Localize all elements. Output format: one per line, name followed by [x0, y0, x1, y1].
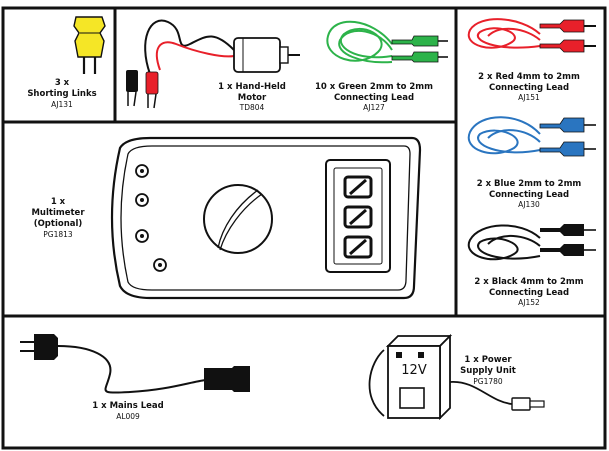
multimeter-display	[325, 159, 391, 273]
power-supply-qty-name: 1 x Power	[464, 355, 512, 365]
blue-lead-icon	[467, 116, 541, 155]
motor-icon	[233, 37, 300, 73]
shorting-links-qty: 3 x	[55, 78, 70, 88]
green-leads-name: Connecting Lead	[334, 93, 414, 103]
display-digit-icon	[343, 175, 373, 199]
motor-qty-name: 1 x Hand-Held	[218, 82, 286, 92]
red-leads-name: Connecting Lead	[489, 83, 569, 93]
multimeter-name: Multimeter	[31, 208, 85, 218]
display-digit-icon	[343, 205, 373, 229]
power-supply-icon	[368, 333, 545, 421]
panel-borders	[1, 6, 607, 450]
shorting-links-name: Shorting Links	[27, 89, 96, 99]
black-leads-qty-name: 2 x Black 4mm to 2mm	[474, 277, 583, 287]
panel-leads	[454, 6, 607, 318]
red-plug-icon	[539, 19, 596, 53]
multimeter-code: PG1813	[43, 230, 73, 239]
mains-lead-icon	[20, 334, 250, 394]
power-supply-code: PG1780	[473, 377, 503, 386]
green-leads-qty-name: 10 x Green 2mm to 2mm	[315, 82, 433, 92]
shorting-link-icon	[73, 16, 106, 74]
green-plug-icon	[391, 35, 448, 63]
mains-lead-code: AL009	[116, 412, 140, 421]
power-supply-label: 12V	[401, 363, 427, 378]
blue-leads-name: Connecting Lead	[489, 190, 569, 200]
multimeter-optional: (Optional)	[34, 219, 83, 229]
crocodile-clip-red-icon	[145, 71, 159, 109]
motor-leads-icon	[144, 19, 235, 75]
multimeter-sockets	[135, 164, 167, 272]
power-supply-name: Supply Unit	[460, 366, 516, 376]
green-leads-code: AJ127	[363, 103, 385, 112]
motor-name: Motor	[238, 93, 267, 103]
socket-icon	[153, 258, 167, 272]
red-leads-qty-name: 2 x Red 4mm to 2mm	[478, 72, 580, 82]
green-lead-icon	[326, 20, 393, 64]
blue-leads-code: AJ130	[518, 200, 540, 209]
display-digit-icon	[343, 235, 373, 259]
black-plug-icon	[540, 224, 596, 256]
black-leads-name: Connecting Lead	[489, 288, 569, 298]
blue-leads-qty-name: 2 x Blue 2mm to 2mm	[477, 179, 582, 189]
red-leads-code: AJ151	[518, 93, 540, 102]
socket-icon	[135, 164, 149, 178]
motor-code: TD804	[239, 103, 265, 112]
dc-plug-icon	[511, 397, 545, 411]
socket-icon	[135, 229, 149, 243]
black-leads-code: AJ152	[518, 298, 540, 307]
red-lead-icon	[467, 18, 541, 49]
crocodile-clip-black-icon	[126, 70, 138, 107]
black-lead-icon	[467, 224, 541, 261]
panel-motor-green	[113, 6, 458, 124]
multimeter-dial-icon	[203, 184, 273, 254]
mains-lead-name: 1 x Mains Lead	[92, 401, 164, 411]
blue-plug-icon	[539, 117, 596, 157]
socket-icon	[135, 193, 149, 207]
multimeter-qty: 1 x	[51, 197, 66, 207]
panel-power	[1, 314, 607, 450]
shorting-links-code: AJ131	[51, 100, 73, 109]
